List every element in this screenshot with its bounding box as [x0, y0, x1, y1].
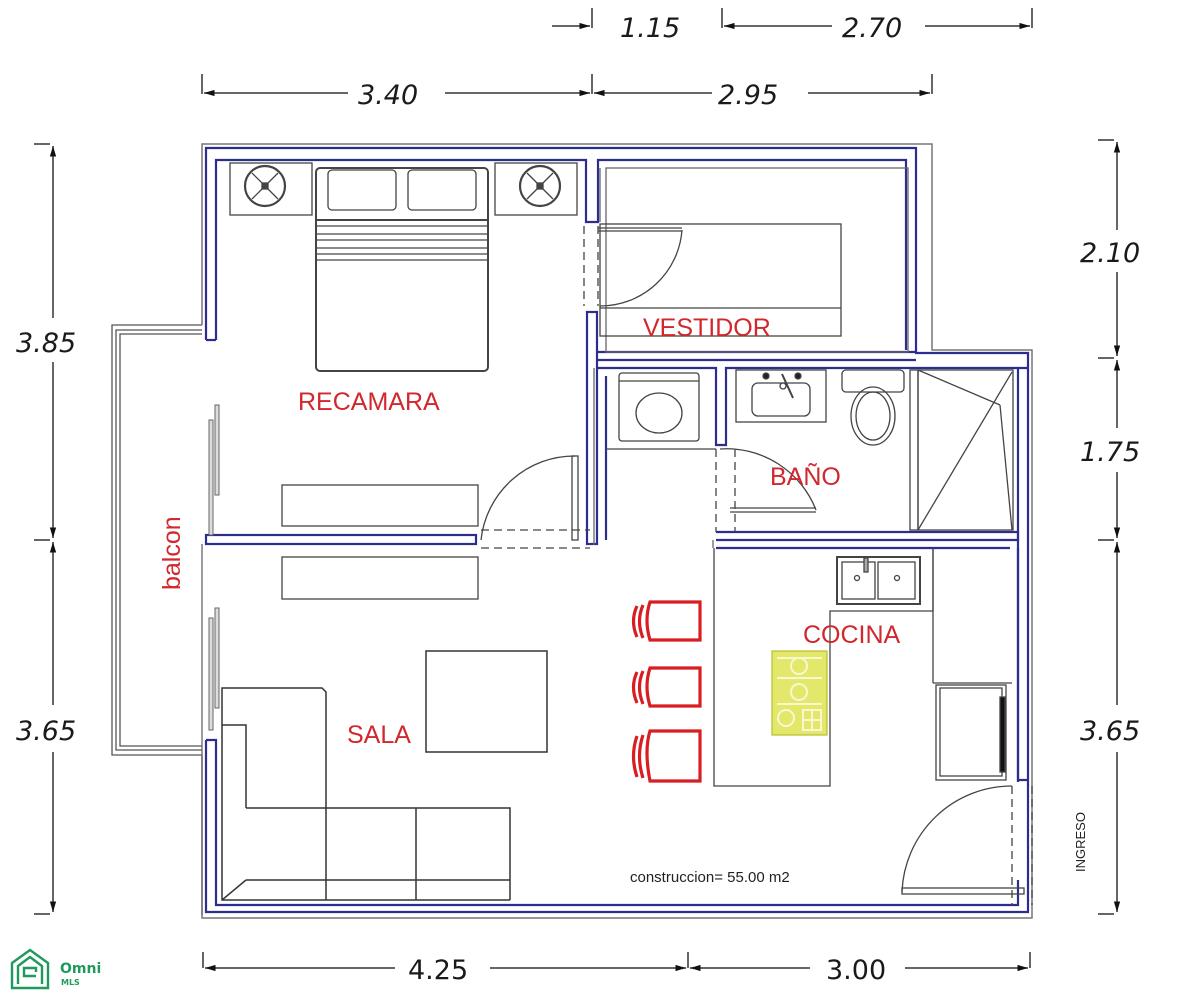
house-logo-icon: [10, 948, 50, 990]
dim-3-65-left: 3.65: [16, 716, 76, 747]
lamp-icon: [518, 164, 562, 208]
coffee-table: [425, 650, 548, 753]
dim-2-70: 2.70: [842, 13, 902, 44]
dimension-top-row2: [201, 74, 933, 97]
dimension-right: [1098, 139, 1121, 915]
bar-stools: [631, 600, 702, 783]
dim-2-10: 2.10: [1080, 238, 1140, 269]
closet-fixture: [599, 223, 842, 337]
dimension-left: [34, 143, 57, 915]
bathroom-fixtures: [735, 369, 1014, 531]
dimension-top-row1: [552, 8, 1033, 30]
interior-walls: [204, 310, 1028, 782]
sofa-icon: [221, 687, 511, 901]
room-label-recamara: RECAMARA: [298, 388, 440, 416]
room-label-balcon: balcon: [158, 516, 186, 590]
logo-sub: MLS: [61, 978, 80, 987]
stove-icon: [771, 650, 828, 736]
lamp-icon: [243, 164, 287, 208]
washer-icon: [618, 372, 700, 442]
room-label-cocina: COCINA: [803, 621, 901, 649]
inner-contours: [201, 167, 909, 915]
room-label-bano: BAÑO: [770, 462, 841, 491]
omni-mls-logo: Omni MLS: [10, 948, 101, 990]
kitchen-fixtures: [713, 548, 1012, 787]
room-label-vestidor: VESTIDOR: [643, 314, 771, 342]
windows: [208, 404, 220, 731]
room-label-sala: SALA: [347, 721, 411, 749]
kitchen-sink-icon: [836, 556, 921, 605]
dim-3-65-right: 3.65: [1080, 716, 1140, 747]
bedroom-furniture: [229, 162, 578, 600]
logo-name: Omni: [60, 961, 101, 977]
dim-3-40: 3.40: [358, 80, 418, 111]
sink-icon: [735, 369, 827, 423]
dim-1-15: 1.15: [620, 13, 680, 44]
dim-3-00: 3.00: [826, 955, 886, 986]
construction-area-note: construccion= 55.00 m2: [630, 869, 790, 886]
doors: [480, 226, 1033, 905]
entry-label: INGRESO: [1073, 812, 1088, 872]
dim-1-75: 1.75: [1080, 437, 1140, 468]
exterior-walls: [201, 143, 1033, 919]
stool-icon: [631, 729, 702, 783]
dimension-bottom: [202, 952, 1031, 972]
dim-4-25: 4.25: [408, 955, 468, 986]
dim-2-95: 2.95: [718, 80, 778, 111]
shower-icon: [909, 369, 1014, 531]
dim-3-85: 3.85: [16, 328, 76, 359]
stool-icon: [631, 666, 702, 708]
bed-icon: [315, 167, 489, 372]
living-furniture: [221, 650, 548, 901]
stool-icon: [631, 600, 702, 642]
balcony: [111, 324, 202, 756]
toilet-icon: [841, 369, 905, 446]
refrigerator-icon: [935, 684, 1007, 781]
